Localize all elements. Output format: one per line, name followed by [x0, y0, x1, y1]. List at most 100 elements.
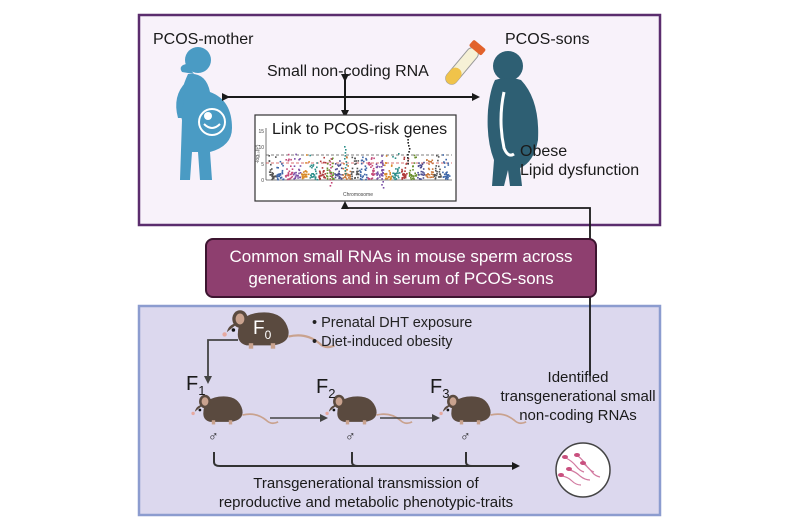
plot-point — [332, 174, 335, 176]
plot-point — [312, 165, 314, 167]
plot-point — [445, 172, 447, 174]
plot-point — [348, 177, 350, 179]
plot-point — [403, 156, 406, 159]
plot-point — [319, 172, 322, 175]
plot-point — [287, 172, 290, 174]
identified-rna-text: Identified transgenerational small non-c… — [500, 369, 656, 424]
plot-point — [401, 168, 403, 171]
plot-point — [349, 176, 351, 178]
plot-point — [438, 171, 441, 173]
plot-point — [394, 178, 396, 181]
f2-mouse-icon — [325, 394, 413, 425]
plot-point — [402, 174, 404, 177]
plot-point — [386, 177, 389, 180]
plot-point — [312, 173, 314, 175]
plot-point — [367, 177, 370, 180]
f2-branch-line — [351, 452, 359, 467]
plot-point — [370, 158, 373, 160]
plot-point — [291, 173, 293, 175]
plot-point — [284, 175, 287, 177]
plot-point — [323, 156, 325, 159]
plot-point — [436, 173, 438, 175]
plot-point — [442, 171, 444, 174]
plot-point — [448, 175, 451, 177]
plot-point — [303, 173, 305, 176]
plot-point — [437, 156, 440, 158]
plot-point — [384, 164, 386, 167]
plot-point — [314, 168, 317, 171]
plot-point — [388, 176, 391, 178]
plot-point — [371, 164, 374, 167]
plot-point — [287, 173, 290, 175]
plot-point — [337, 165, 340, 167]
exposure-list: • Prenatal DHT exposure • Diet-induced o… — [312, 314, 472, 352]
plot-point — [418, 173, 420, 176]
plot-point — [318, 178, 321, 180]
plot-point — [319, 160, 322, 163]
plot-point — [430, 171, 433, 173]
plot-point — [417, 176, 419, 179]
plot-point — [364, 165, 367, 167]
plot-point — [321, 167, 324, 169]
plot-point — [359, 169, 361, 172]
plot-point — [390, 175, 393, 178]
plot-point — [288, 178, 290, 180]
trait-obese: Obese — [520, 143, 568, 160]
plot-point — [351, 167, 354, 170]
plot-point — [370, 178, 373, 180]
plot-point — [397, 169, 399, 172]
plot-point — [285, 159, 287, 161]
plot-point — [290, 158, 292, 161]
plot-point — [285, 176, 287, 178]
plot-peak-point — [407, 142, 409, 144]
plot-point — [442, 176, 445, 178]
plot-peak-point — [344, 170, 347, 172]
plot-point — [302, 174, 304, 176]
plot-peak-point — [345, 161, 348, 163]
plot-point — [365, 167, 368, 169]
plot-point — [337, 175, 339, 177]
plot-point — [379, 176, 381, 178]
plot-peak-point — [381, 166, 383, 168]
plot-point — [393, 177, 396, 179]
plot-point — [428, 163, 430, 165]
plot-point — [443, 161, 445, 163]
plot-peak-point — [329, 164, 332, 166]
plot-point — [388, 170, 391, 172]
plot-peak-point — [381, 169, 384, 171]
plot-peak-point — [382, 172, 384, 174]
plot-point — [280, 176, 283, 179]
trait-lipid: Lipid dysfunction — [520, 162, 640, 179]
transmission-arrow — [213, 452, 520, 470]
plot-point — [370, 166, 372, 168]
plot-point — [392, 172, 395, 174]
plot-point — [322, 171, 325, 173]
plot-point — [447, 175, 449, 177]
plot-point — [336, 173, 339, 176]
plot-peak-point — [407, 154, 409, 156]
plot-point — [421, 163, 424, 165]
plot-point — [381, 155, 383, 157]
plot-point — [347, 173, 349, 176]
plot-point — [326, 163, 329, 165]
plot-peak-point — [407, 139, 409, 141]
plot-point — [342, 177, 345, 179]
plot-point — [323, 161, 325, 164]
plot-point — [357, 170, 359, 173]
plot-point — [299, 176, 301, 179]
plot-ytick-5: 5 — [261, 162, 264, 168]
plot-point — [356, 172, 358, 174]
plot-point — [289, 173, 292, 176]
plot-point — [362, 156, 364, 159]
plot-point — [422, 171, 424, 173]
plot-point — [372, 167, 375, 170]
plot-point — [394, 173, 397, 175]
plot-point — [308, 173, 310, 176]
plot-point — [384, 177, 387, 180]
plot-point — [303, 175, 305, 178]
plot-point — [346, 156, 348, 159]
plot-peak-point — [330, 173, 332, 175]
obese-son-icon — [487, 51, 539, 186]
plot-point — [440, 175, 442, 177]
plot-point — [311, 176, 313, 178]
